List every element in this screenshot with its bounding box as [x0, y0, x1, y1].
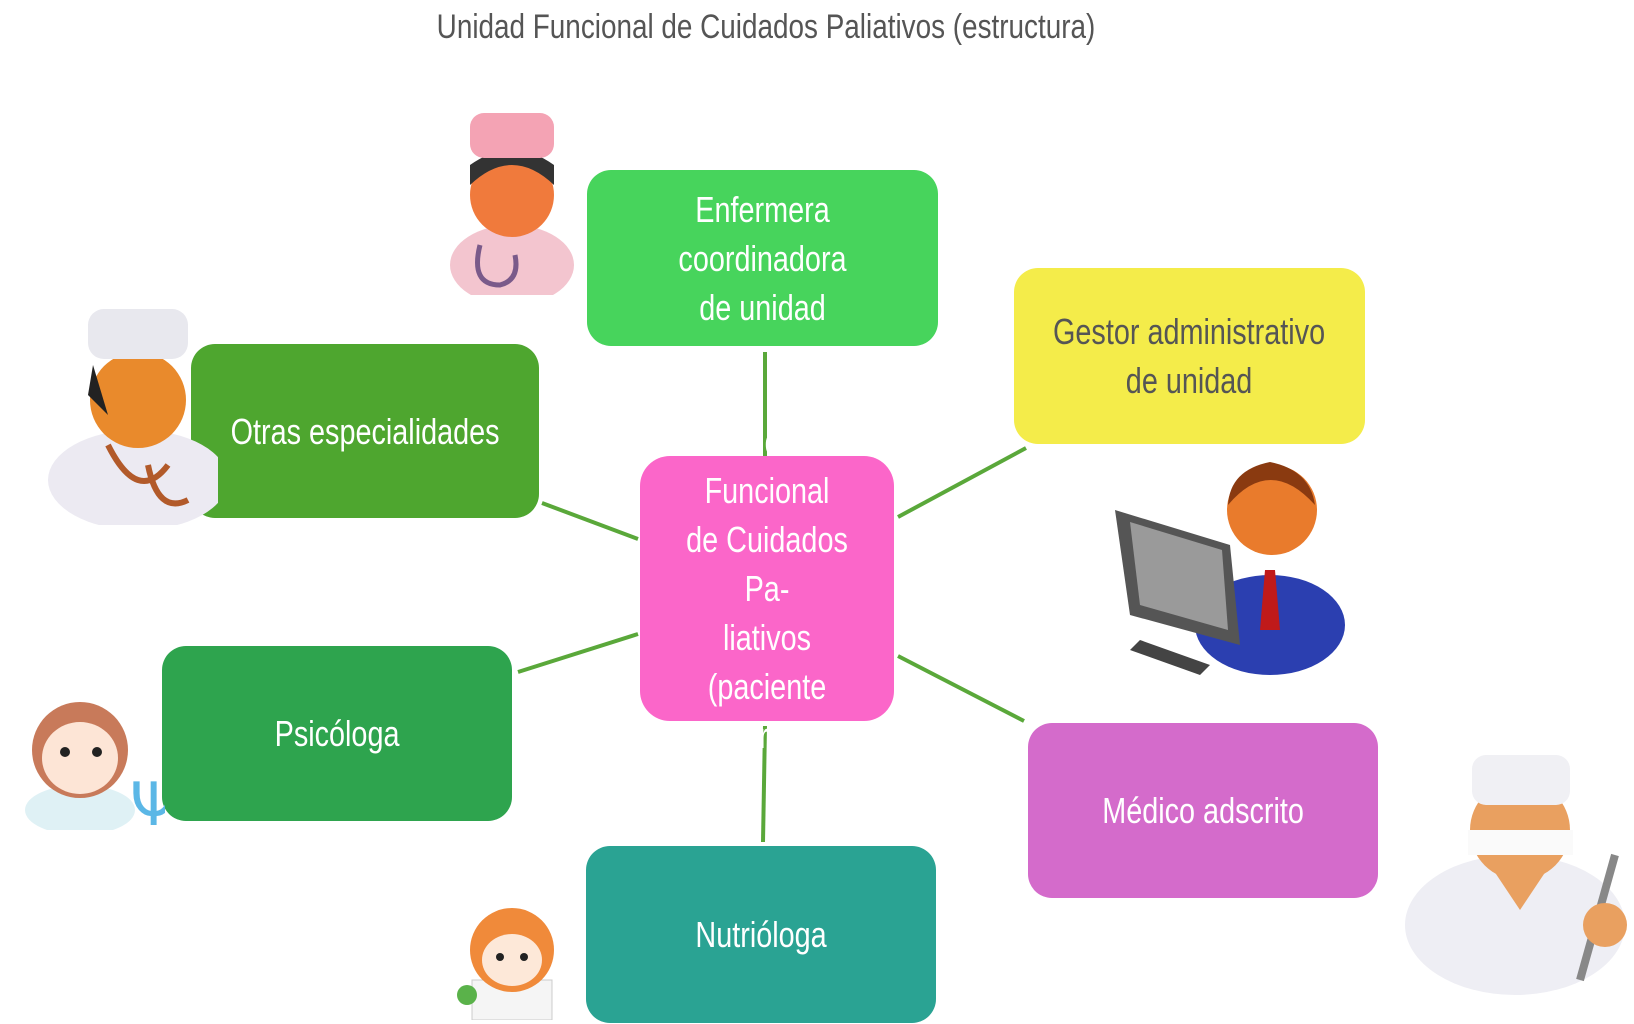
node-label: Enfermera coordinadora de unidad — [678, 188, 847, 328]
link-gestor — [897, 446, 1027, 519]
node-label: Médico adscrito — [1102, 790, 1304, 831]
diagram-title: Unidad Funcional de Cuidados Paliativos … — [436, 8, 1096, 46]
link-psicologa — [517, 632, 639, 674]
admin-computer-icon — [1115, 462, 1345, 675]
node-medico: Médico adscrito — [1028, 723, 1378, 898]
node-label: Unidad Funcional de Cuidados Pa- liativo… — [686, 421, 848, 756]
nurse-icon — [450, 113, 574, 295]
node-label: Psicóloga — [274, 713, 400, 754]
link-nutriologa — [761, 725, 767, 843]
link-otras — [541, 501, 639, 541]
link-medico — [897, 654, 1025, 723]
node-nutriologa: Nutrióloga — [586, 846, 936, 1023]
node-label: Nutrióloga — [695, 914, 827, 955]
node-otras: Otras especialidades — [191, 344, 539, 518]
node-label: Gestor administrativo de unidad — [1053, 311, 1326, 401]
doctor-icon — [48, 309, 218, 525]
nutritionist-icon — [457, 908, 554, 1020]
node-enfermera: Enfermera coordinadora de unidad — [587, 170, 938, 346]
svg-text:Ψ: Ψ — [130, 770, 165, 830]
node-psicologa: Psicóloga — [162, 646, 512, 821]
psychologist-icon: Ψ — [25, 702, 165, 830]
node-center: Unidad Funcional de Cuidados Pa- liativo… — [640, 421, 894, 756]
surgeon-icon — [1405, 755, 1627, 995]
node-gestor: Gestor administrativo de unidad — [1014, 268, 1365, 444]
node-label: Otras especialidades — [230, 410, 500, 452]
